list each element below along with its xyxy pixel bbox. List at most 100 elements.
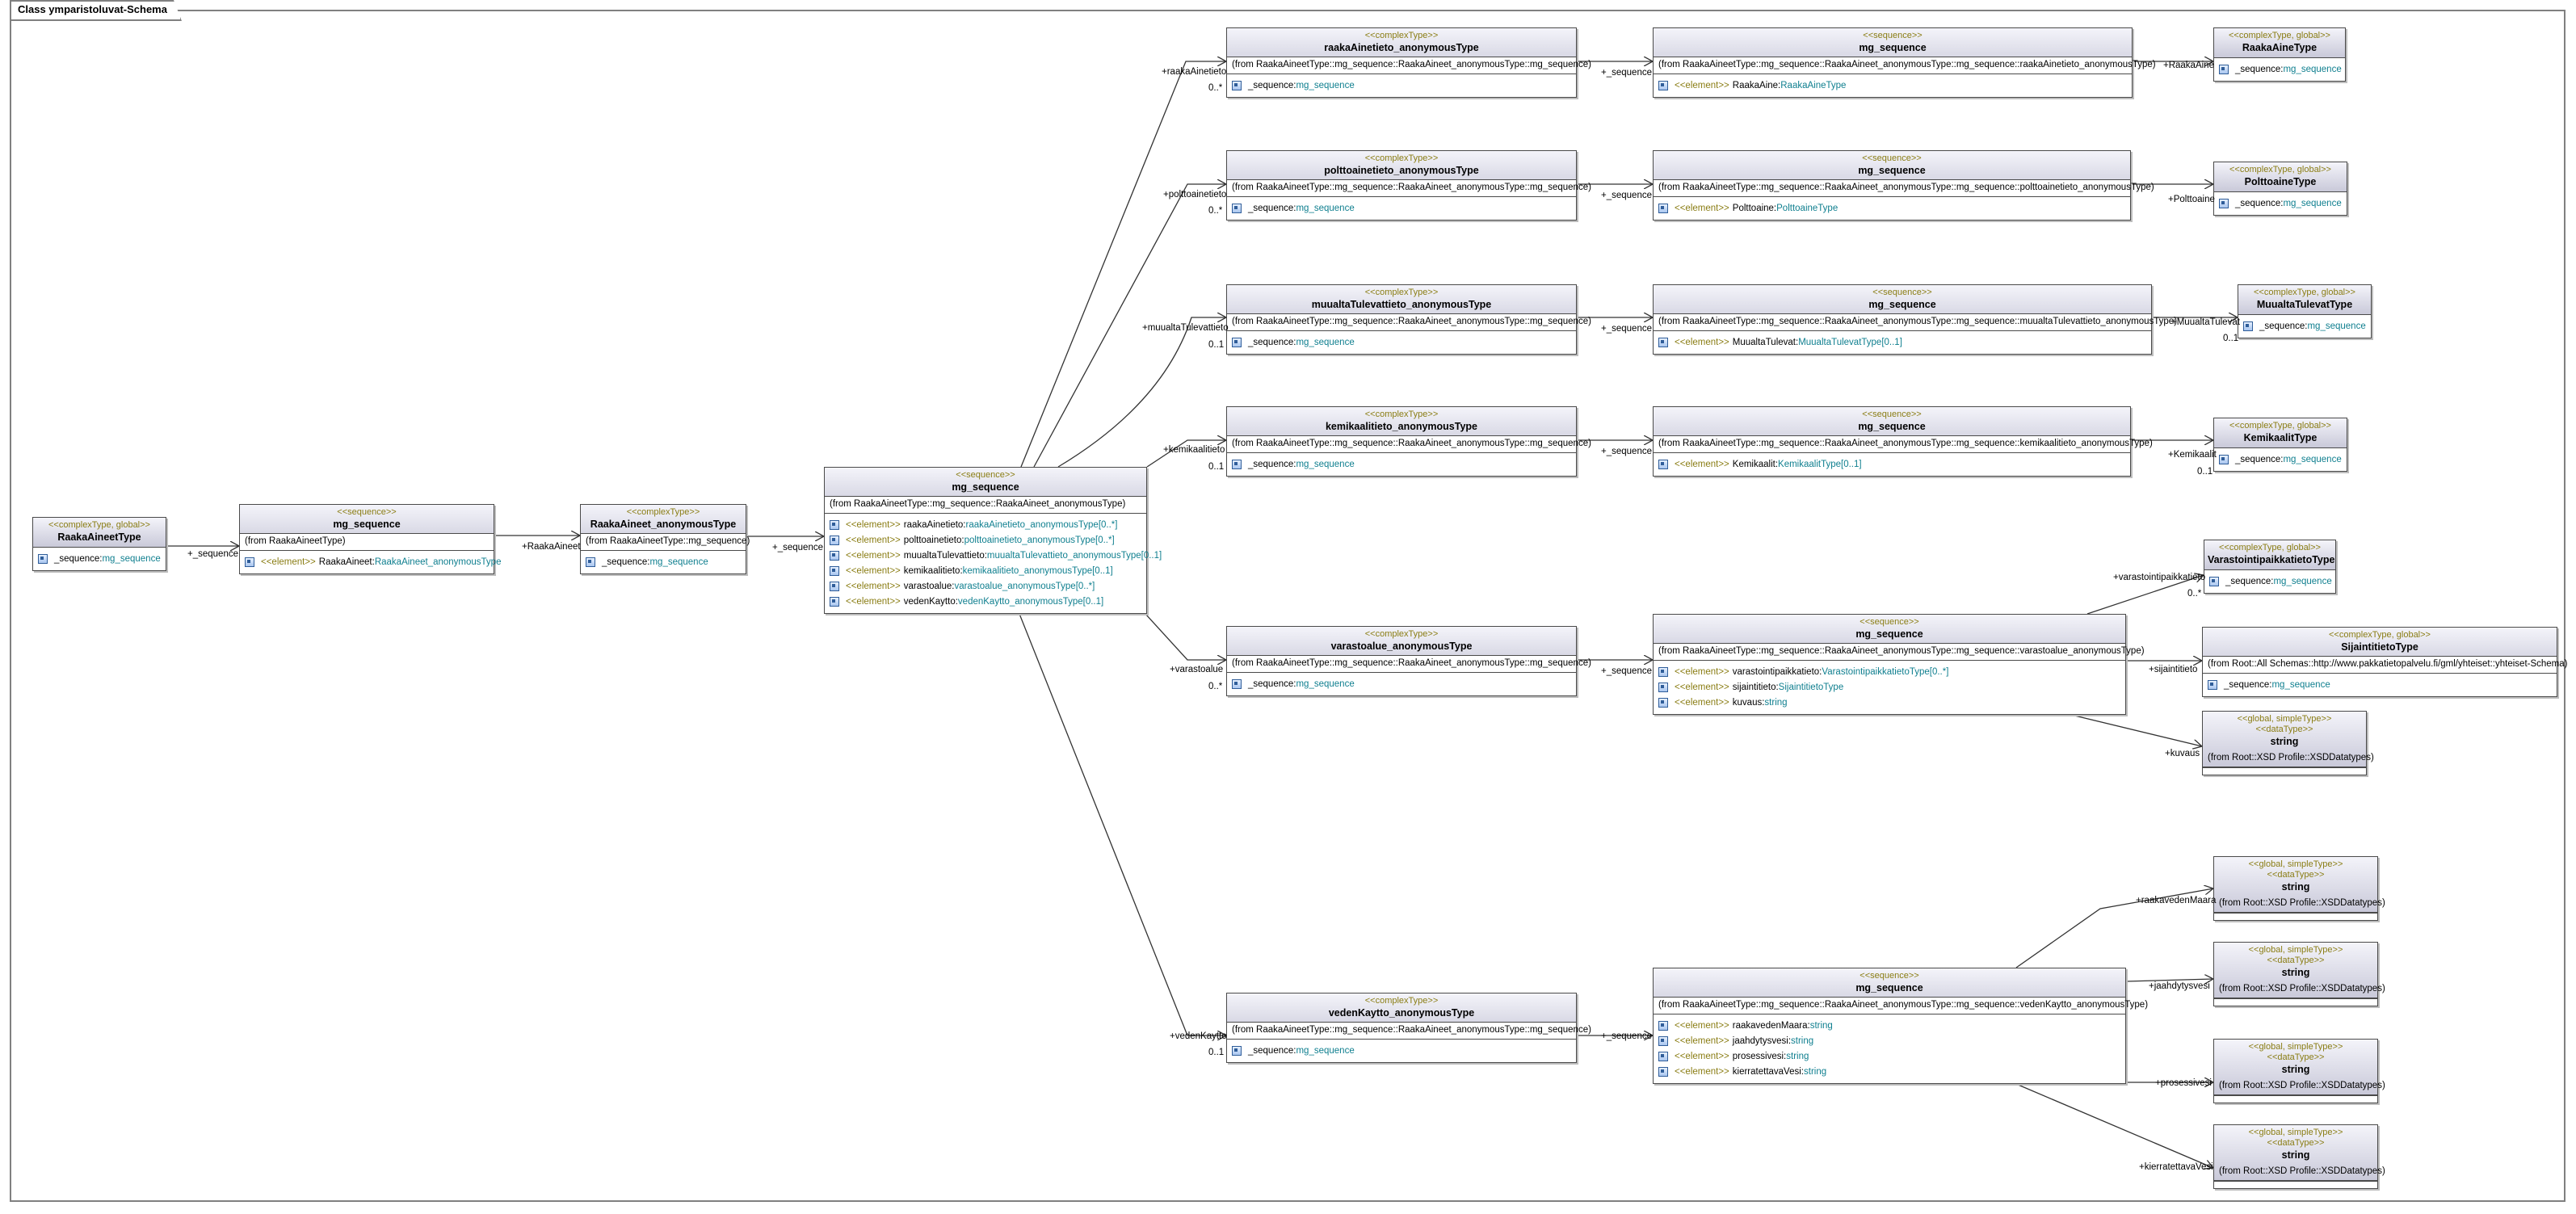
- label-sequence: +_sequence: [772, 543, 823, 552]
- class-string-kuvaus[interactable]: <<global, simpleType>><<dataType>>string…: [2202, 711, 2374, 775]
- class-from: (from RaakaAineetType::mg_sequence::Raak…: [825, 496, 1146, 513]
- class-mg-sequence-polttoainetieto[interactable]: <<sequence>>mg_sequence(from RaakaAineet…: [1653, 150, 2154, 221]
- assoc-kemikaali: [1146, 440, 1226, 468]
- attribute-icon: [830, 535, 839, 545]
- label-multiplicity: 0..*: [1208, 682, 1223, 691]
- class-stereotype: <<complexType>>: [1364, 410, 1439, 419]
- attribute-row: <<element>>raakaAinetieto:raakaAinetieto…: [830, 517, 1141, 532]
- assoc-polttoainetieto: [1033, 184, 1226, 468]
- assoc-varastoalue: [1145, 613, 1226, 660]
- class-from: (from Root::XSD Profile::XSDDatatypes): [2219, 1166, 2385, 1176]
- attribute-icon: [586, 557, 595, 567]
- class-stereotype: <<sequence>>: [1860, 971, 1919, 981]
- class-footer: [2203, 767, 2366, 775]
- class-name: RaakaAineType: [2242, 42, 2318, 53]
- class-name: mg_sequence: [1855, 982, 1923, 993]
- class-mg-sequence-raakaainetieto[interactable]: <<sequence>> mg_sequence (from RaakaAineet…: [1653, 27, 2156, 98]
- class-stereotype: <<sequence>>: [1863, 31, 1923, 40]
- attribute-icon: [1232, 80, 1242, 90]
- attribute-icon: [1658, 1066, 1668, 1077]
- attribute-row: <<element>>raakavedenMaara:string: [1658, 1018, 2120, 1033]
- class-name: mg_sequence: [1859, 42, 1927, 53]
- label-sequence: +_sequence: [1601, 666, 1652, 676]
- class-stereotype: <<sequence>>: [956, 470, 1015, 480]
- attribute-row: <<element>>kierratettavaVesi:string: [1658, 1064, 2120, 1079]
- label-raakaainetieto: +raakaAinetieto: [1162, 67, 1227, 77]
- class-stereotype: <<dataType>>: [2267, 956, 2325, 965]
- class-kemikaalitieto-anonymoustype[interactable]: <<complexType>>kemikaalitieto_anonymousT…: [1226, 406, 1591, 477]
- attribute-row: _sequence:mg_sequence: [2219, 452, 2342, 467]
- class-stereotype: <<dataType>>: [2255, 725, 2313, 734]
- label-kuvaus: +kuvaus: [2165, 749, 2200, 758]
- label-multiplicity: 0..1: [1208, 340, 1225, 350]
- class-footer: [2214, 1095, 2377, 1103]
- attribute-icon: [830, 550, 839, 561]
- class-stereotype: <<global, simpleType>>: [2248, 859, 2343, 869]
- class-name: string: [2281, 881, 2310, 893]
- attribute-row: _sequence:mg_sequence: [1232, 334, 1571, 350]
- class-name: MuualtaTulevatType: [2256, 299, 2353, 310]
- class-raakaainetype[interactable]: <<complexType, global>>RaakaAineType _se…: [2213, 27, 2346, 82]
- class-stereotype: <<complexType, global>>: [2254, 288, 2355, 297]
- assoc-varastointi: [2086, 575, 2204, 615]
- class-from: (from RaakaAineetType::mg_sequence::Raak…: [1227, 1022, 1591, 1039]
- class-from: (from RaakaAineetType::mg_sequence::Raak…: [1654, 57, 2156, 74]
- attribute-row: _sequence:mg_sequence: [586, 554, 741, 569]
- class-mg-sequence-kemikaalitieto[interactable]: <<sequence>>mg_sequence(from RaakaAineet…: [1653, 406, 2153, 477]
- class-from: (from Root::XSD Profile::XSDDatatypes): [2219, 984, 2385, 993]
- class-name: polttoainetieto_anonymousType: [1324, 165, 1479, 176]
- class-string-jaahdytysvesi[interactable]: <<global, simpleType>><<dataType>> string…: [2213, 942, 2385, 1006]
- class-name: muualtaTulevattieto_anonymousType: [1311, 299, 1492, 310]
- label-sequence: +_sequence: [1601, 68, 1652, 78]
- class-string-raakavedenmaara[interactable]: <<global, simpleType>><<dataType>>string…: [2213, 856, 2385, 921]
- class-name: PolttoaineType: [2244, 176, 2317, 187]
- class-stereotype: <<sequence>>: [337, 507, 397, 517]
- class-mg-sequence-vedenkaytto[interactable]: <<sequence>>mg_sequence (from RaakaAineet…: [1653, 968, 2148, 1084]
- class-name: mg_sequence: [952, 481, 1019, 493]
- class-polttoainetieto-anonymoustype[interactable]: <<complexType>>polttoainetieto_anonymous…: [1226, 150, 1591, 221]
- class-polttoainetype[interactable]: <<complexType, global>>PolttoaineType _s…: [2213, 162, 2347, 216]
- class-footer: [2214, 998, 2377, 1006]
- attribute-row: _sequence:mg_sequence: [2208, 677, 2552, 692]
- class-mg-sequence-varastoalue[interactable]: <<sequence>>mg_sequence(from RaakaAineet…: [1653, 614, 2145, 715]
- class-sijaintitietotype[interactable]: <<complexType, global>>SijaintitietoType…: [2202, 627, 2568, 697]
- class-from: (from Root::XSD Profile::XSDDatatypes): [2219, 1081, 2385, 1090]
- label-polttoainetieto: +polttoainetieto: [1163, 190, 1227, 200]
- class-varastoalue-anonymoustype[interactable]: <<complexType>>varastoalue_anonymousType…: [1226, 626, 1591, 696]
- class-name: raakaAinetieto_anonymousType: [1324, 42, 1479, 53]
- label-polttoaine: +Polttoaine: [2168, 195, 2215, 204]
- class-from: (from Root::XSD Profile::XSDDatatypes): [2208, 753, 2374, 762]
- attribute-row: _sequence:mg_sequence: [2219, 61, 2342, 77]
- class-raakaainetieto-anonymoustype[interactable]: <<complexType>>raakaAinetieto_anonymousT…: [1226, 27, 1591, 98]
- attribute-icon: [2219, 64, 2229, 74]
- attribute-row: <<element>>RaakaAine:RaakaAineType: [1658, 78, 2127, 93]
- label-multiplicity: 0..*: [1208, 83, 1223, 93]
- class-varastointipaikkatietotype[interactable]: <<complexType, global>>Varastointipaikka…: [2204, 540, 2336, 594]
- class-mg-sequence-central[interactable]: <<sequence>>mg_sequence (from RaakaAineet…: [824, 467, 1162, 614]
- class-name: mg_sequence: [333, 519, 401, 530]
- class-name: string: [2281, 967, 2310, 978]
- label-sequence: +_sequence: [1601, 447, 1652, 456]
- class-stereotype: <<complexType>>: [1364, 288, 1439, 297]
- class-vedenkaytto-anonymoustype[interactable]: <<complexType>>vedenKaytto_anonymousType…: [1226, 993, 1591, 1063]
- class-string-kierratettavavesi[interactable]: <<global, simpleType>><<dataType>>string…: [2213, 1124, 2385, 1189]
- class-mg-sequence-root[interactable]: <<sequence>>mg_sequence(from RaakaAineet…: [239, 504, 501, 574]
- attribute-row: <<element>>muualtaTulevattieto:muualtaTu…: [830, 548, 1162, 563]
- class-raakaaineettype[interactable]: <<complexType, global>>RaakaAineetType _…: [32, 517, 166, 571]
- attribute-icon: [2208, 679, 2217, 690]
- class-stereotype: <<global, simpleType>>: [2248, 945, 2343, 955]
- class-mg-sequence-muualtatulevattieto[interactable]: <<sequence>>mg_sequence(from RaakaAineet…: [1653, 284, 2177, 355]
- attribute-row: <<element>>varastointipaikkatieto:Varast…: [1658, 664, 2120, 679]
- class-from: (from RaakaAineetType::mg_sequence::Raak…: [1227, 313, 1591, 330]
- class-from: (from RaakaAineetType::mg_sequence::Raak…: [1654, 997, 2148, 1014]
- attribute-row: <<element>>Polttoaine:PolttoaineType: [1658, 200, 2125, 216]
- class-from: (from Root::All Schemas::http://www.pakk…: [2203, 656, 2568, 673]
- class-string-prosessivesi[interactable]: <<global, simpleType>><<dataType>>string…: [2213, 1039, 2385, 1103]
- label-jaahdytysvesi: +jaahdytysvesi: [2149, 981, 2210, 991]
- class-raakaaineet-anonymoustype[interactable]: <<complexType>>RaakaAineet_anonymousType…: [580, 504, 750, 574]
- class-muualtatulevattype[interactable]: <<complexType, global>> MuualtaTulevatTyp…: [2238, 284, 2372, 338]
- assoc-kierratettavavesi: [2015, 1083, 2213, 1168]
- class-kemikaalittype[interactable]: <<complexType, global>>KemikaalitType _s…: [2213, 418, 2347, 472]
- class-muualtatulevattieto-anonymoustype[interactable]: <<complexType>> muualtaTulevattieto_anony…: [1226, 284, 1591, 355]
